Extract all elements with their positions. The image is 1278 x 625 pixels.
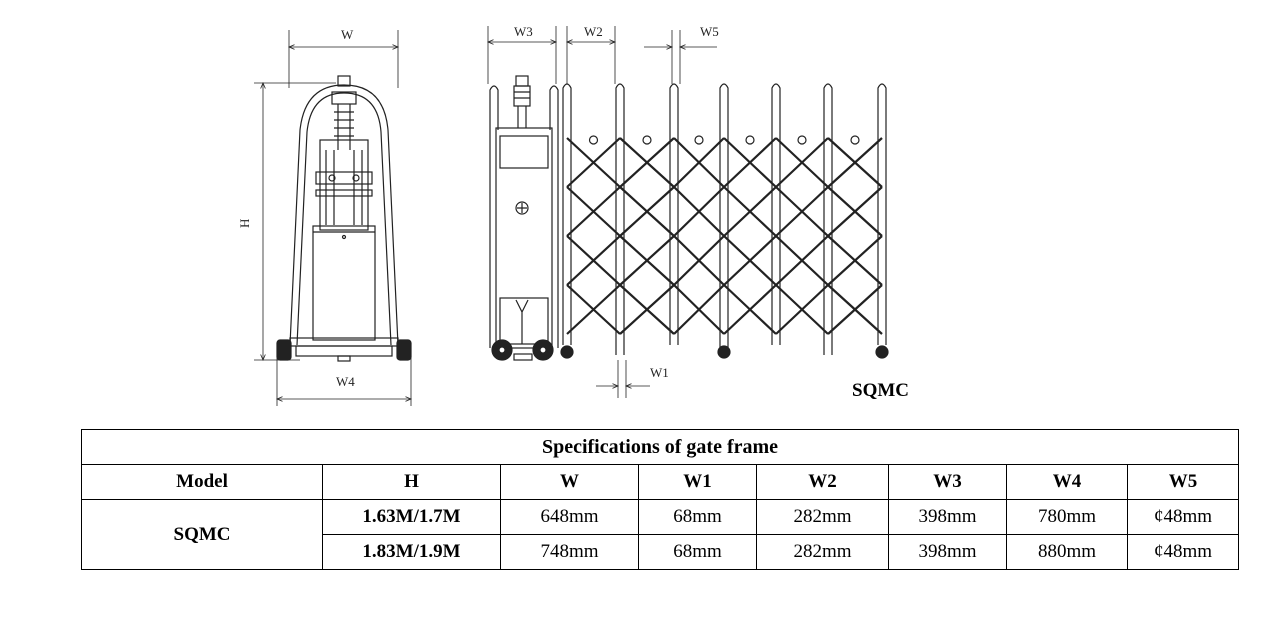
pivot-hub <box>745 135 755 145</box>
caster-wheel <box>717 345 731 359</box>
header-h: H <box>322 464 501 500</box>
scissor-bar <box>775 284 829 335</box>
header-w2: W2 <box>756 464 889 500</box>
scissor-bar <box>827 235 883 286</box>
scissor-bar <box>673 137 725 188</box>
model-cell: SQMC <box>81 499 323 570</box>
header-w5: W5 <box>1127 464 1239 500</box>
scissor-bar <box>566 186 621 237</box>
front-base-label: W4 <box>336 374 355 389</box>
caster-wheel <box>560 345 574 359</box>
scissor-bar <box>723 137 777 188</box>
cell-w1: 68mm <box>638 534 757 570</box>
scissor-bar <box>619 137 675 188</box>
caster-wheel <box>875 345 889 359</box>
header-w3: W3 <box>888 464 1007 500</box>
side-w3-label: W3 <box>514 24 533 39</box>
cell-w5: ¢48mm <box>1127 499 1239 535</box>
scissor-bar <box>566 235 621 286</box>
header-w: W <box>500 464 639 500</box>
scissor-bar <box>775 235 829 286</box>
scissor-bar <box>827 137 883 188</box>
scissor-bar <box>619 186 675 237</box>
front-width-label: W <box>341 27 354 42</box>
pivot-hub <box>588 135 599 145</box>
cell-w5: ¢48mm <box>1127 534 1239 570</box>
scissor-bar <box>673 186 725 237</box>
header-w4: W4 <box>1006 464 1128 500</box>
cell-w3: 398mm <box>888 499 1007 535</box>
header-row: Model H W W1 W2 W3 W4 W5 <box>81 464 1239 500</box>
gate-post <box>669 83 679 345</box>
scissor-bar <box>619 284 675 335</box>
cell-w2: 282mm <box>756 499 889 535</box>
side-view <box>488 26 889 398</box>
cell-w2: 282mm <box>756 534 889 570</box>
scissor-bar <box>775 137 829 188</box>
gate-drawing: W H W4 <box>237 24 889 406</box>
scissor-bar <box>827 186 883 237</box>
scissor-bar <box>775 186 829 237</box>
pivot-hub <box>850 135 860 145</box>
header-w1: W1 <box>638 464 757 500</box>
pivot-hub <box>642 135 652 145</box>
gate-post <box>719 83 729 355</box>
model-caption: SQMC <box>852 380 909 401</box>
side-w1-label: W1 <box>650 365 669 380</box>
cell-h: 1.83M/1.9M <box>322 534 501 570</box>
gate-post <box>615 83 625 355</box>
pivot-hub <box>797 135 807 145</box>
header-model: Model <box>81 464 323 500</box>
gate-post <box>771 83 781 345</box>
cell-w4: 780mm <box>1006 499 1128 535</box>
table-row: SQMC 1.63M/1.7M 648mm 68mm 282mm 398mm 7… <box>81 499 1239 570</box>
gate-post <box>562 83 572 345</box>
scissor-bar <box>673 235 725 286</box>
side-w5-label: W5 <box>700 24 719 39</box>
side-w2-label: W2 <box>584 24 603 39</box>
spec-table: Specifications of gate frame Model H W W… <box>81 429 1239 570</box>
scissor-bar <box>723 235 777 286</box>
scissor-bar <box>566 284 621 335</box>
pivot-hub <box>694 135 704 145</box>
scissor-bar <box>827 284 883 335</box>
gate-post <box>823 83 833 355</box>
front-height-label: H <box>237 219 252 228</box>
cell-h: 1.63M/1.7M <box>322 499 501 535</box>
cell-w: 648mm <box>500 499 639 535</box>
cell-w4: 880mm <box>1006 534 1128 570</box>
table-title: Specifications of gate frame <box>81 429 1239 465</box>
cell-w3: 398mm <box>888 534 1007 570</box>
table-row: 1.83M/1.9M 748mm 68mm 282mm 398mm 880mm … <box>82 534 1239 570</box>
scissor-bar <box>673 284 725 335</box>
scissor-bar <box>723 186 777 237</box>
front-view <box>254 30 411 406</box>
gate-post <box>877 83 887 345</box>
scissor-bar <box>619 235 675 286</box>
scissor-bar <box>723 284 777 335</box>
scissor-bar <box>566 137 621 188</box>
cell-w1: 68mm <box>638 499 757 535</box>
cell-w: 748mm <box>500 534 639 570</box>
